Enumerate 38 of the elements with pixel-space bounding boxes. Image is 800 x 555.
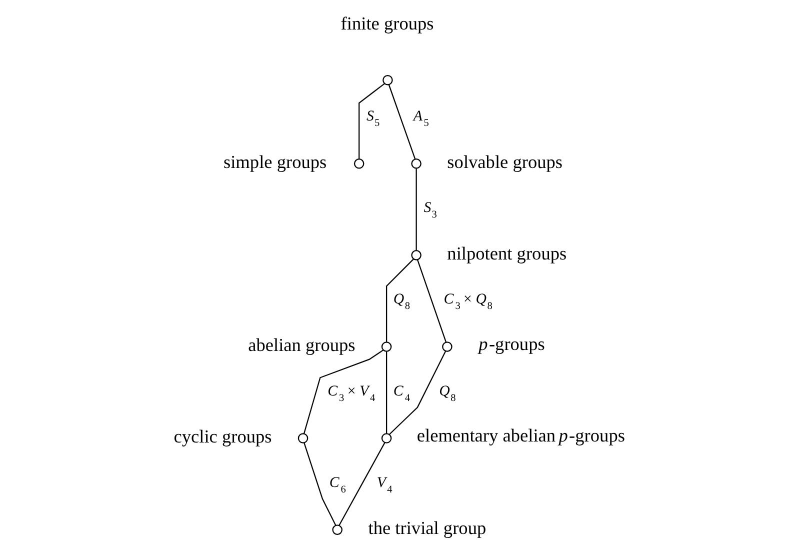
connector bbox=[303, 350, 384, 434]
edge-label: C$_{3}$ × V$_{4}$ bbox=[328, 383, 376, 404]
connector bbox=[388, 84, 416, 160]
edge-label: C$_{6}$ bbox=[329, 474, 346, 496]
connector bbox=[338, 442, 386, 526]
edge-label: S$_{3}$ bbox=[424, 200, 437, 221]
node-label: the trivial group bbox=[368, 518, 486, 538]
connector bbox=[386, 352, 388, 434]
edge-label: A$_{5}$ bbox=[413, 108, 429, 130]
node-label: finite groups bbox=[340, 14, 434, 34]
connector bbox=[358, 83, 385, 159]
node-label: abelian groups bbox=[248, 335, 356, 356]
node-label: cyclic groups bbox=[174, 426, 272, 447]
connector bbox=[304, 442, 336, 526]
edge-label: Q$_{8}$ bbox=[439, 383, 456, 404]
node-circle bbox=[442, 342, 452, 352]
node-circle bbox=[382, 74, 393, 86]
node-circle bbox=[298, 433, 308, 444]
connector bbox=[389, 350, 446, 435]
connector bbox=[416, 168, 417, 250]
connector bbox=[386, 258, 414, 342]
edge-label: C$_{4}$ bbox=[393, 383, 410, 404]
node-circle bbox=[411, 158, 422, 169]
edge-label: C$_{3}$ × Q$_{8}$ bbox=[444, 292, 492, 312]
edge-label: V$_{4}$ bbox=[376, 474, 392, 496]
node-label: simple groups bbox=[223, 152, 327, 172]
node-circle bbox=[381, 342, 392, 352]
node-circle bbox=[354, 158, 364, 169]
edge-label: Q$_{8}$ bbox=[393, 292, 410, 312]
node-label: p-groups bbox=[478, 334, 545, 354]
node-circle bbox=[411, 250, 422, 260]
node-circle bbox=[332, 524, 342, 535]
connector bbox=[416, 260, 447, 342]
node-label: elementary abelian p-groups bbox=[416, 425, 625, 446]
node-circle bbox=[381, 433, 392, 444]
node-label: solvable groups bbox=[447, 152, 563, 172]
node-label: nilpotent groups bbox=[447, 244, 567, 264]
edge-label: S$_{5}$ bbox=[366, 108, 380, 130]
